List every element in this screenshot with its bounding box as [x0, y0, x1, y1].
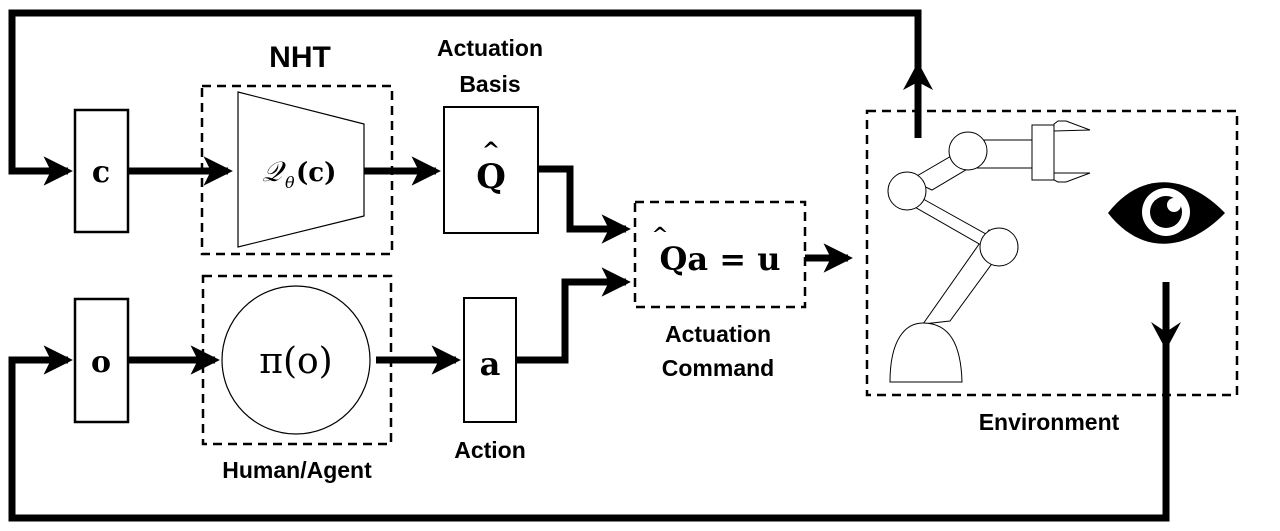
action-label: Action — [454, 437, 526, 463]
arrow-up-env — [903, 62, 933, 90]
encoder-arg: (c) — [296, 158, 336, 188]
command-equation: Qa = u — [660, 240, 781, 278]
basis-hat: ^ — [482, 138, 500, 164]
actuation-basis-label-1: Actuation — [437, 35, 543, 61]
feedback-loop-bottom — [8, 282, 1170, 522]
arrow-action-to-command — [516, 267, 631, 364]
encoder-node: 𝒬 θ (c) — [237, 91, 365, 248]
actuation-command-label-2: Command — [662, 355, 774, 381]
command-group-box — [633, 200, 807, 309]
robot-arm-icon — [887, 120, 1091, 383]
feedback-loop-top — [8, 9, 922, 186]
observation-node: o — [73, 297, 130, 424]
context-node: c — [73, 108, 130, 234]
human-agent-label: Human/Agent — [222, 457, 372, 483]
encoder-Q-symbol: 𝒬 — [262, 155, 286, 188]
observation-symbol: o — [91, 345, 111, 380]
basis-symbol: Q — [476, 157, 506, 197]
actuation-basis-label-2: Basis — [459, 71, 520, 97]
context-symbol: c — [92, 155, 110, 190]
nht-title: NHT — [269, 41, 331, 74]
command-hat: ^ — [652, 222, 669, 246]
actuation-command-label-1: Actuation — [665, 321, 771, 347]
command-node: ^ Qa = u — [652, 222, 781, 278]
eye-icon — [1108, 182, 1225, 244]
arrow-basis-to-command — [538, 165, 631, 244]
action-node: a — [463, 297, 517, 423]
policy-node: π(o) — [221, 285, 371, 435]
arrow-down-env — [1151, 322, 1181, 350]
environment-label: Environment — [979, 409, 1120, 435]
policy-symbol: π(o) — [259, 341, 332, 382]
environment-group-box — [865, 109, 1239, 397]
basis-node: ^ Q — [443, 106, 539, 234]
encoder-theta-symbol: θ — [285, 173, 295, 192]
action-symbol: a — [480, 345, 501, 383]
